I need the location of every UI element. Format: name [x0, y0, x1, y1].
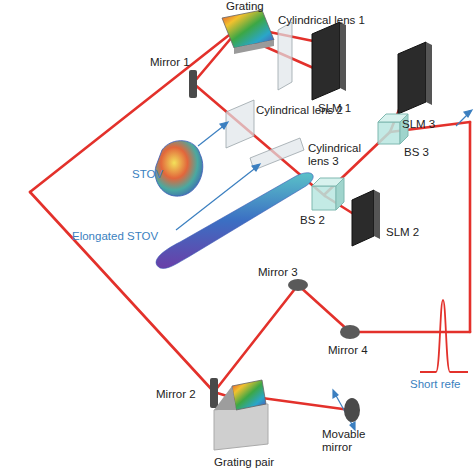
component-label: Mirror 2 [156, 388, 196, 401]
laser-beam [350, 331, 470, 334]
grating-mount [214, 404, 268, 450]
component-label: Mirror 4 [328, 344, 368, 357]
pointer-arrow [198, 124, 226, 146]
mirror [344, 398, 360, 422]
beam-splitter [312, 186, 336, 210]
arrow-head [333, 390, 338, 398]
cylindrical-lens [250, 138, 304, 170]
component-label: Cylindrical lens 2 [256, 104, 343, 117]
slm-edge [426, 42, 432, 105]
laser-beam [469, 122, 472, 332]
component-label: Mirror 3 [258, 266, 298, 279]
component-label: SLM 2 [386, 226, 419, 239]
component-label: Grating [226, 0, 264, 13]
reference-pulse [420, 300, 468, 372]
grating-edge [214, 386, 236, 410]
arrow-head [220, 122, 228, 129]
component-label: Cylindrical lens 1 [278, 14, 365, 27]
component-label: Elongated STOV [72, 230, 158, 243]
slm-edge [340, 22, 346, 91]
laser-beam [262, 398, 350, 410]
component-label: Short refe [410, 378, 461, 391]
component-label: SLM 3 [402, 118, 435, 131]
arrow-head [464, 110, 472, 117]
elongated-stov-pulse [156, 173, 313, 269]
slm-panel [352, 190, 374, 246]
mirror [189, 70, 197, 98]
mirror [288, 279, 308, 291]
laser-beams [30, 26, 470, 410]
pointer-arrows [176, 110, 472, 430]
laser-beam [214, 285, 298, 392]
component-label: BS 2 [300, 214, 325, 227]
component-label: Cylindrical lens 3 [308, 142, 370, 168]
cylindrical-lens [226, 100, 254, 148]
component-label: STOV [132, 168, 163, 181]
slm-panel [398, 42, 426, 114]
component-label: BS 3 [404, 146, 429, 159]
arrow-head [252, 164, 260, 171]
component-label: Mirror 1 [150, 56, 190, 69]
beam-splitter [336, 178, 344, 210]
slm-panel [312, 22, 340, 100]
grating [232, 380, 266, 410]
pointer-arrow [176, 166, 258, 230]
mirror [210, 378, 218, 408]
beam-splitter [378, 122, 400, 144]
component-label: Grating pair [214, 456, 274, 469]
slm-edge [374, 190, 380, 239]
cylindrical-lens [278, 22, 292, 90]
laser-beam [298, 285, 350, 332]
component-label: Movable mirror [322, 428, 372, 454]
grating-edge [234, 40, 274, 54]
mirror [340, 325, 360, 339]
laser-beam [30, 28, 238, 192]
